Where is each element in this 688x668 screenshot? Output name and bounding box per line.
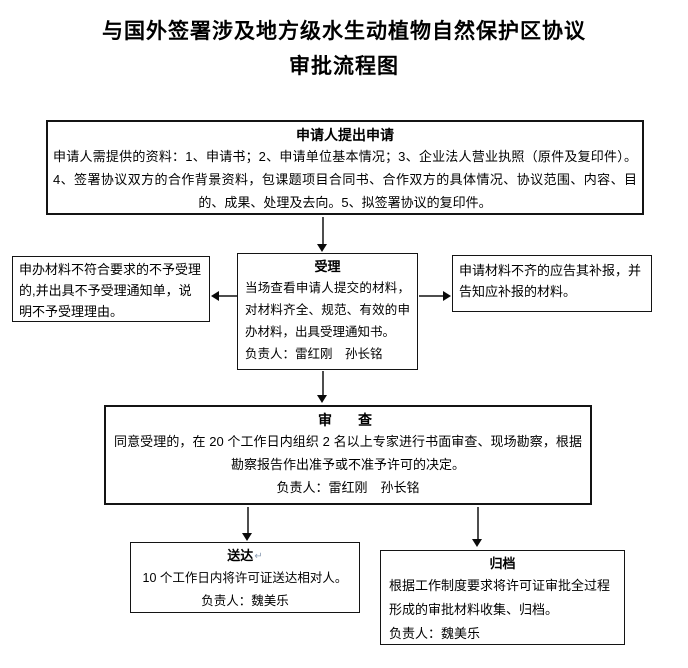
- box-review-owner: 负责人：雷红刚 孙长铭: [276, 480, 420, 495]
- page-title-line1: 与国外签署涉及地方级水生动植物自然保护区协议: [102, 20, 586, 43]
- page-title: 与国外签署涉及地方级水生动植物自然保护区协议 审批流程图: [0, 14, 688, 84]
- arrow-down-icon: [317, 395, 327, 403]
- box-deliver: 送达↵ 10 个工作日内将许可证送达相对人。 负责人：魏美乐: [130, 542, 360, 613]
- box-reject-body: 申办材料不符合要求的不予受理的,并出具不予受理通知单，说明不予受理理由。: [19, 262, 202, 319]
- arrow-line: [322, 371, 324, 395]
- arrow-right-icon: [443, 291, 451, 301]
- box-review-body: 同意受理的，在 20 个工作日内组织 2 名以上专家进行书面审查、现场勘察，根据…: [114, 434, 582, 472]
- box-accept-title: 受理: [314, 259, 341, 274]
- arrow-left-icon: [211, 291, 219, 301]
- box-deliver-owner: 负责人：魏美乐: [201, 594, 289, 608]
- arrow-down-icon: [317, 244, 327, 252]
- paragraph-mark-icon: ↵: [254, 551, 263, 562]
- box-accept-body: 当场查看申请人提交的材料，对材料齐全、规范、有效的申办材料，出具受理通知书。: [245, 281, 410, 339]
- box-apply: 申请人提出申请 申请人需提供的资料：1、申请书；2、申请单位基本情况；3、企业法…: [46, 120, 644, 215]
- box-deliver-body: 10 个工作日内将许可证送达相对人。: [142, 571, 348, 585]
- box-review-title: 审 查: [318, 412, 378, 428]
- box-supplement-body: 申请材料不齐的应告其补报，并告知应补报的材料。: [459, 263, 642, 299]
- arrow-line: [322, 217, 324, 244]
- box-archive-title: 归档: [489, 556, 516, 571]
- box-accept-owner: 负责人：雷红刚 孙长铭: [245, 347, 383, 361]
- box-apply-body: 申请人需提供的资料：1、申请书；2、申请单位基本情况；3、企业法人营业执照（原件…: [53, 149, 637, 210]
- arrow-line: [247, 507, 249, 533]
- box-deliver-title-text: 送达: [227, 548, 254, 563]
- box-review: 审 查 同意受理的，在 20 个工作日内组织 2 名以上专家进行书面审查、现场勘…: [104, 405, 592, 505]
- arrow-down-icon: [472, 539, 482, 547]
- box-accept: 受理 当场查看申请人提交的材料，对材料齐全、规范、有效的申办材料，出具受理通知书…: [237, 253, 418, 370]
- box-archive-body: 根据工作制度要求将许可证审批全过程形成的审批材料收集、归档。: [389, 578, 611, 617]
- box-reject: 申办材料不符合要求的不予受理的,并出具不予受理通知单，说明不予受理理由。: [12, 256, 210, 322]
- arrow-down-icon: [242, 533, 252, 541]
- page-title-line2: 审批流程图: [289, 55, 399, 78]
- box-deliver-title: 送达↵: [131, 546, 359, 567]
- box-archive: 归档 根据工作制度要求将许可证审批全过程形成的审批材料收集、归档。 负责人：魏美…: [380, 550, 625, 645]
- arrow-line: [477, 507, 479, 539]
- box-archive-owner: 负责人：魏美乐: [389, 626, 481, 641]
- arrow-line: [219, 295, 237, 297]
- arrow-line: [419, 295, 443, 297]
- box-apply-title: 申请人提出申请: [296, 127, 394, 143]
- box-supplement: 申请材料不齐的应告其补报，并告知应补报的材料。: [452, 255, 652, 312]
